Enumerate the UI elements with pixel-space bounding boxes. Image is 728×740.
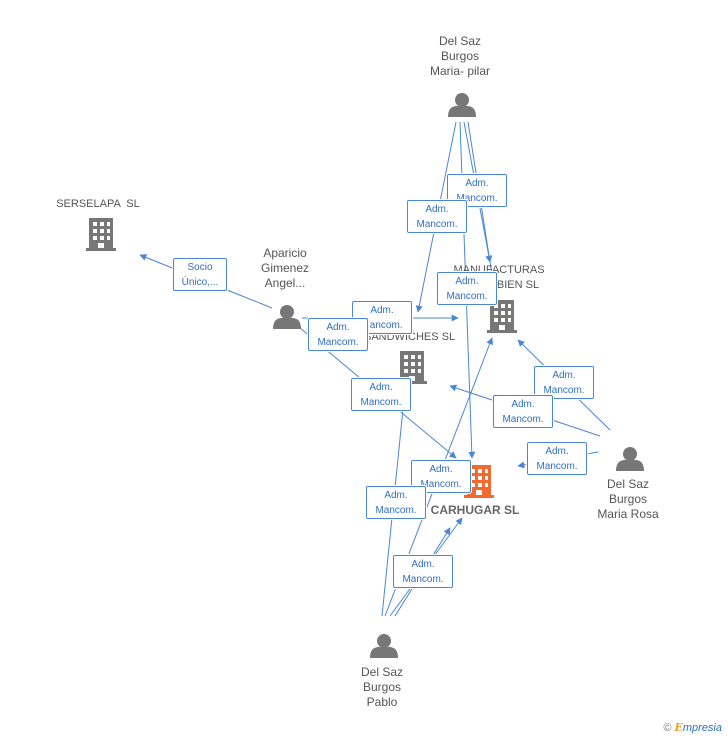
label-line: Angel... [264,276,306,290]
relation-line: Adm. [425,204,449,215]
node-label-aparicio[interactable]: Aparicio Gimenez Angel... [240,246,330,291]
label-line: Del Saz [360,665,404,679]
node-label-maria-pilar[interactable]: Del Saz Burgos Maria- pilar [410,34,510,79]
relation-label[interactable]: Adm. Mancom. [527,442,587,475]
relation-line: Mancom. [456,193,498,204]
relation-line: Mancom. [446,291,488,302]
node-label-maria-rosa[interactable]: Del Saz Burgos Maria Rosa [583,477,673,522]
relation-line: Adm. [552,370,576,381]
relation-line: Mancom. [402,574,444,585]
label-line: Del Saz [438,34,482,48]
node-label-serselapa[interactable]: SERSELAPA SL [40,197,156,212]
relation-line: Adm. [429,464,453,475]
label-line: Burgos [440,49,480,63]
relation-line: Adm. [411,559,435,570]
person-icon[interactable] [273,305,301,329]
brand-name: mpresia [682,722,722,734]
relation-label[interactable]: Adm. Mancom. [308,318,368,351]
relation-label[interactable]: Adm. Mancom. [493,395,553,428]
relation-label[interactable]: Adm. Mancom. [366,486,426,519]
building-icon-focus[interactable] [464,465,494,498]
relation-label[interactable]: Adm. Mancom. [393,555,453,588]
relation-line: Único,... [181,277,219,288]
node-label-sandwiches[interactable]: SANDWICHES SL [352,330,484,345]
brand-logo[interactable]: ©Empresia [663,721,722,734]
relation-label[interactable]: Adm. Mancom. [351,378,411,411]
relation-line: Adm. [384,490,408,501]
label-line: Gimenez [260,261,310,275]
label-line: BIEN SL [496,279,540,291]
relation-line: Adm. [511,399,535,410]
building-icon[interactable] [397,351,427,384]
relation-line: Adm. [465,178,489,189]
relation-line: Mancom. [536,461,578,472]
relation-label[interactable]: Adm. Mancom. [437,272,497,305]
label-line: Maria- pilar [429,64,490,78]
relation-line: Adm. [370,305,394,316]
person-icon[interactable] [448,93,476,117]
relation-line: Adm. [545,446,569,457]
label-line: SERSELAPA SL [56,198,140,210]
label-line: CARHUGAR SL [430,503,520,517]
building-icon[interactable] [487,300,517,333]
relation-line: Mancom. [361,320,403,331]
label-line: Burgos [608,492,648,506]
relation-line: Mancom. [416,219,458,230]
relation-label[interactable]: Adm. Mancom. [534,366,594,399]
label-line: Burgos [362,680,402,694]
label-line: Del Saz [606,477,650,491]
relation-line: Mancom. [543,385,585,396]
edge [467,121,499,301]
relation-line: Adm. [369,382,393,393]
copyright-symbol: © [663,722,672,734]
label-line: Aparicio [263,246,307,260]
person-icon[interactable] [616,447,644,471]
relation-line: Mancom. [317,337,359,348]
label-line: SANDWICHES SL [364,331,456,343]
label-line: Pablo [366,695,398,709]
brand-initial: E [674,721,683,734]
building-icon[interactable] [86,218,116,251]
relation-line: Mancom. [375,505,417,516]
relation-label[interactable]: Socio Único,... [173,258,227,291]
relation-line: Mancom. [502,414,544,425]
node-label-pablo[interactable]: Del Saz Burgos Pablo [337,665,427,710]
relation-label[interactable]: Adm. Mancom. [411,460,471,493]
relation-line: Socio [187,262,213,273]
person-icon[interactable] [370,634,398,658]
relation-line: Adm. [455,276,479,287]
relation-label[interactable]: Adm. Mancom. [407,200,467,233]
relation-line: Mancom. [360,397,402,408]
relation-line: Adm. [326,322,350,333]
relation-line: Mancom. [420,479,462,490]
label-line: Maria Rosa [597,507,659,521]
node-label-carhugar[interactable]: CARHUGAR SL [420,503,530,518]
